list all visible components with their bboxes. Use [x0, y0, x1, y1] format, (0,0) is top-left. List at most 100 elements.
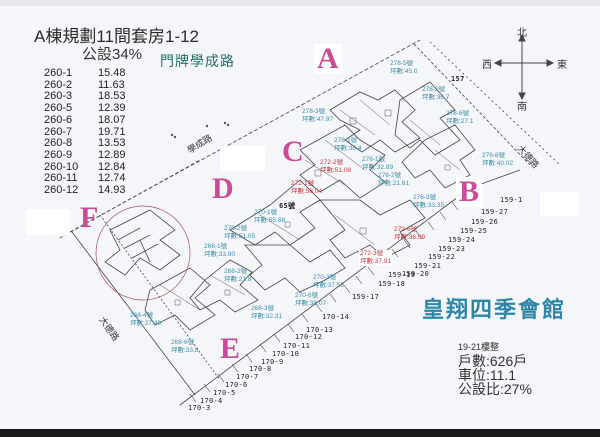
- lot-number-65: 65號: [279, 202, 296, 210]
- masked-area: [26, 209, 70, 235]
- unit-label: 276-2號坪數:21.61: [378, 172, 410, 187]
- lot-number: 170-4: [200, 397, 223, 405]
- unit-area: 19.71: [98, 125, 126, 138]
- unit-area: 18.53: [98, 90, 126, 103]
- unit-id: 260-6: [44, 113, 73, 126]
- block-letter-a: A: [314, 44, 342, 74]
- unit-id: 260-1: [44, 67, 73, 79]
- unit-area: 13.53: [98, 137, 126, 150]
- address-road-label: 門牌學成路: [160, 54, 235, 70]
- project-floors: 19-21樓整: [458, 342, 500, 352]
- unit-label: 268-1號坪數:33.90: [204, 243, 236, 258]
- unit-label: 268-3號坪數:32.31: [251, 305, 283, 320]
- masked-area: [540, 192, 579, 216]
- lot-number: 170-12: [295, 333, 323, 341]
- compass-east: 東: [557, 60, 567, 71]
- table-row: 260-7 19.71: [44, 125, 126, 139]
- page-subtitle: 公設34%: [82, 46, 143, 63]
- unit-id: 260-7: [44, 125, 73, 138]
- unit-label: 276-3號坪數:33.35: [413, 194, 445, 209]
- unit-area: 12.89: [98, 148, 126, 161]
- unit-label: 278-5號坪數:45.0: [390, 60, 418, 75]
- lot-number: 170-7: [236, 373, 259, 381]
- compass-north: 北: [517, 28, 527, 39]
- lot-number: 159-20: [402, 270, 430, 278]
- lot-number: 159-24: [448, 236, 476, 244]
- unit-id: 260-2: [44, 78, 73, 91]
- table-row: 260-10 12.84: [44, 160, 126, 174]
- unit-label: 270-1號坪數:55.88: [254, 209, 286, 224]
- unit-label: 278-1號坪數:36.4: [334, 137, 362, 152]
- lot-number: 170-10: [272, 350, 300, 358]
- unit-label: 278-3號坪數:47.97: [302, 108, 334, 123]
- masked-area: [220, 146, 265, 171]
- unit-label: 278-6號坪數:27.1: [446, 110, 474, 125]
- unit-area: 11.63: [98, 78, 125, 91]
- unit-label: 268-6號坪數:33.8: [171, 339, 199, 354]
- top-border: [0, 0, 600, 6]
- table-row: 260-6 18.07: [44, 113, 126, 127]
- table-row: 260-1 15.48: [44, 67, 126, 80]
- compass-rose: 北 西 東 南: [480, 26, 580, 116]
- page-title: A棟規劃11間套房1-12: [34, 27, 200, 46]
- unit-label: 276-8號坪數:40.02: [482, 152, 514, 167]
- compass-arrows-icon: [493, 33, 555, 101]
- unit-label: 278-2號坪數:36.7: [422, 86, 450, 101]
- lot-number: 159-21: [414, 262, 442, 270]
- block-letter-d: D: [212, 172, 234, 205]
- block-letter-f: F: [80, 201, 99, 234]
- project-stats: 19-21樓整 戶數:626戶 車位:11.1 公設比:27%: [458, 340, 532, 396]
- lot-number: 170-3: [188, 404, 211, 412]
- unit-label: 270-6號坪數:38.07: [295, 292, 327, 307]
- lot-number: 159-27: [481, 208, 509, 216]
- project-common-ratio: 公設比:27%: [458, 381, 532, 397]
- unit-area: 12.84: [98, 160, 126, 173]
- unit-label: 270-2號坪數:51.05: [224, 225, 256, 240]
- unit-area: 12.39: [98, 102, 126, 115]
- unit-label: 268-4號坪數:27.49: [130, 312, 162, 327]
- table-row: 260-8 13.53: [44, 138, 126, 150]
- unit-label: 272-6號坪數:36.09: [394, 226, 426, 241]
- unit-area: 15.48: [98, 67, 126, 79]
- lot-number: 170-5: [213, 389, 236, 397]
- lot-number: 159-19: [388, 271, 416, 279]
- project-name: 皇翔四季會館: [422, 297, 567, 323]
- unit-id: 260-8: [44, 137, 73, 150]
- lot-number: 159-25: [460, 227, 488, 235]
- unit-id: 260-11: [44, 172, 78, 185]
- block-letter-b: B: [456, 177, 483, 207]
- unit-label: 270-3號坪數:37.58: [313, 274, 345, 289]
- lot-number: 159-17: [352, 293, 380, 301]
- block-letter-e: E: [220, 332, 241, 365]
- unit-area: 18.07: [98, 113, 126, 126]
- table-row: 260-11 12.74: [44, 173, 126, 185]
- unit-label: 276-1號坪數:32.89: [362, 156, 394, 171]
- lot-number: 170-9: [261, 358, 284, 366]
- lot-number: 159-26: [471, 218, 499, 226]
- unit-label: 272-3號坪數:37.91: [359, 250, 393, 266]
- unit-id: 260-3: [44, 90, 73, 103]
- compass-south: 南: [517, 102, 527, 113]
- unit-label: 272-2號坪數:51.08: [320, 159, 352, 174]
- lot-number: 170-14: [322, 313, 350, 321]
- lot-number: 159-23: [438, 245, 466, 253]
- bottom-border: [0, 429, 600, 437]
- unit-id: 260-12: [44, 184, 79, 197]
- lot-number: 170-13: [306, 326, 334, 334]
- table-row: 260-2 11.63: [44, 78, 126, 92]
- unit-area: 12.74: [98, 172, 126, 185]
- lot-number: 159-1: [500, 196, 523, 204]
- lot-number: 170-6: [225, 381, 248, 389]
- unit-id: 260-9: [44, 148, 73, 161]
- lot-number: 170-11: [283, 342, 311, 350]
- lot-number-157: 157: [451, 75, 465, 83]
- unit-label: 268-2號坪數:21.8: [224, 268, 252, 283]
- block-letter-c: C: [282, 135, 304, 168]
- unit-id: 260-10: [44, 160, 79, 173]
- lot-number: 170-8: [249, 365, 272, 373]
